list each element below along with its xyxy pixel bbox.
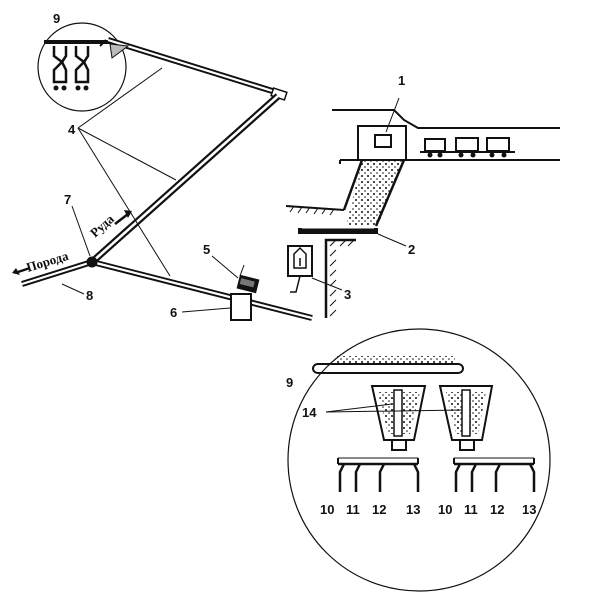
leader-line-6 — [181, 307, 231, 313]
leader-lines-4 — [77, 67, 177, 277]
label-6: 6 — [170, 305, 177, 320]
label-2: 2 — [408, 242, 415, 257]
label-3: 3 — [344, 287, 351, 302]
hopper-1 — [357, 97, 407, 161]
shaft-wall — [324, 238, 356, 318]
label-4: 4 — [68, 122, 76, 137]
label-13-b: 13 — [522, 502, 536, 517]
label-9-top: 9 — [53, 11, 60, 26]
loader-3 — [287, 245, 343, 293]
label-12-b: 12 — [490, 502, 504, 517]
label-14: 14 — [302, 405, 317, 420]
detail-circle-bottom — [287, 328, 551, 592]
label-1: 1 — [398, 73, 405, 88]
leader-line-7 — [71, 205, 91, 257]
label-7: 7 — [64, 192, 71, 207]
detail-circle-top — [37, 22, 127, 112]
label-8: 8 — [86, 288, 93, 303]
label-5: 5 — [203, 242, 210, 257]
sensor-unit — [230, 264, 260, 321]
leader-line-8 — [61, 283, 85, 295]
ore-chute — [285, 159, 407, 247]
label-11-a: 11 — [346, 502, 360, 517]
label-12-a: 12 — [372, 502, 386, 517]
leader-line-5 — [211, 255, 239, 279]
ore-flow-label: Руда — [87, 211, 117, 240]
label-11-b: 11 — [464, 502, 478, 517]
label-10-a: 10 — [320, 502, 334, 517]
label-10-b: 10 — [438, 502, 452, 517]
label-13-a: 13 — [406, 502, 420, 517]
label-9-detail: 9 — [286, 375, 293, 390]
overhead-conveyor — [21, 37, 313, 321]
